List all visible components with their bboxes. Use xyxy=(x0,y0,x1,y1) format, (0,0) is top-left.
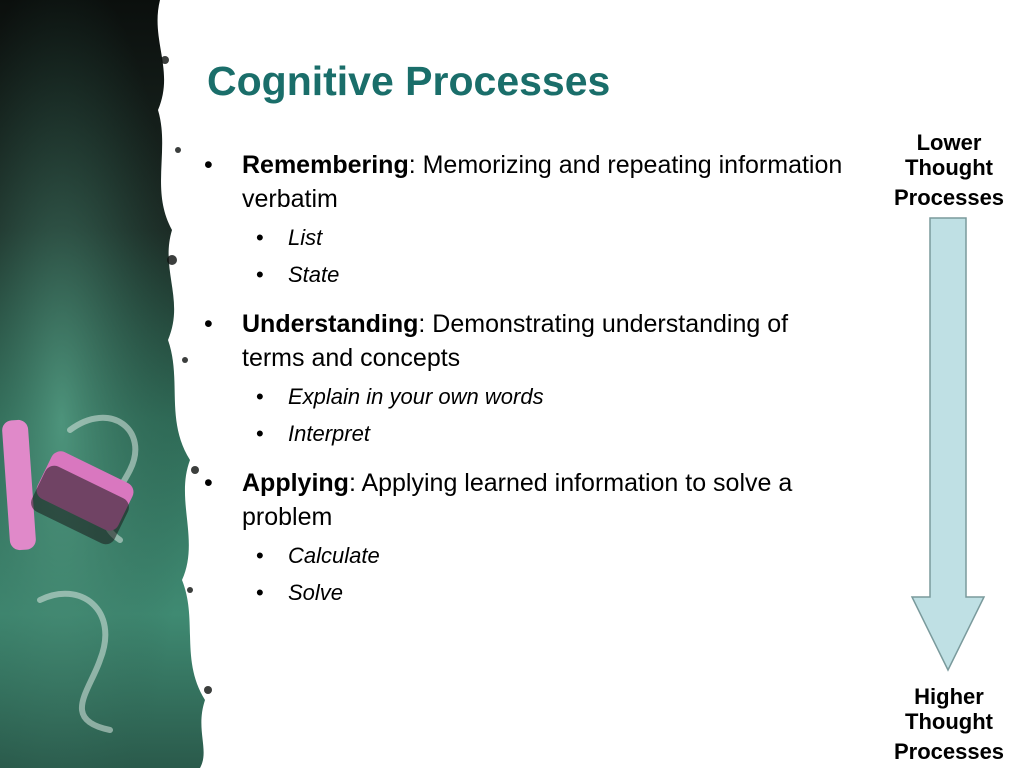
bullet-list: • Remembering: Memorizing and repeating … xyxy=(204,148,854,625)
sub-list: • Explain in your own words • Interpret xyxy=(204,378,854,452)
term-label: Understanding xyxy=(242,310,419,338)
sub-item: • Calculate xyxy=(204,537,854,574)
arrow-bottom-label-line: Processes xyxy=(893,739,1005,764)
arrow-bottom-label-line: Higher xyxy=(914,684,984,709)
bullet-icon: • xyxy=(204,310,213,338)
sub-item-label: Calculate xyxy=(288,543,380,568)
slide-title: Cognitive Processes xyxy=(207,58,611,104)
list-item-remembering: • Remembering: Memorizing and repeating … xyxy=(204,148,854,293)
sub-item-label: Solve xyxy=(288,580,344,605)
list-item-understanding: • Understanding: Demonstrating understan… xyxy=(204,307,854,452)
down-arrow-icon xyxy=(910,217,986,672)
arrow-bottom-label-line: Thought xyxy=(905,709,993,734)
bullet-main-line: • Applying: Applying learned information… xyxy=(204,466,854,534)
term-description: : Applying learned information to solve … xyxy=(242,469,793,531)
bullet-icon: • xyxy=(256,580,264,605)
sub-item: • Interpret xyxy=(204,415,854,452)
arrow-top-label-line: Processes xyxy=(893,185,1005,210)
term-label: Remembering xyxy=(242,151,409,179)
bullet-main-line: • Remembering: Memorizing and repeating … xyxy=(204,148,854,216)
sub-item: • Solve xyxy=(204,574,854,611)
bullet-icon: • xyxy=(204,469,213,497)
sub-list: • List • State xyxy=(204,219,854,293)
bullet-icon: • xyxy=(256,384,264,409)
bullet-icon: • xyxy=(256,421,264,446)
arrow-top-label-line: Thought xyxy=(905,155,993,180)
bullet-icon: • xyxy=(256,225,264,250)
sub-item: • State xyxy=(204,256,854,293)
arrow-top-label-line: Lower xyxy=(916,130,982,155)
list-item-applying: • Applying: Applying learned information… xyxy=(204,466,854,611)
arrow-bottom-label: Higher Thought Processes xyxy=(878,684,1020,764)
sub-list: • Calculate • Solve xyxy=(204,537,854,611)
arrow-top-label: Lower Thought Processes xyxy=(878,130,1020,210)
term-description: : Memorizing and repeating information v… xyxy=(242,151,843,213)
term-label: Applying xyxy=(242,469,349,497)
sub-item-label: State xyxy=(288,262,340,287)
bullet-icon: • xyxy=(256,543,264,568)
sub-item-label: List xyxy=(288,225,323,250)
bullet-main-line: • Understanding: Demonstrating understan… xyxy=(204,307,854,375)
sub-item-label: Interpret xyxy=(288,421,370,446)
sub-item: • List xyxy=(204,219,854,256)
bullet-icon: • xyxy=(256,262,264,287)
chalkboard-art-icon xyxy=(0,0,212,768)
chalkboard-image xyxy=(0,0,240,768)
term-description: : Demonstrating understanding of terms a… xyxy=(242,310,789,372)
sub-item-label: Explain in your own words xyxy=(288,384,544,409)
bullet-icon: • xyxy=(204,151,213,179)
sub-item: • Explain in your own words xyxy=(204,378,854,415)
